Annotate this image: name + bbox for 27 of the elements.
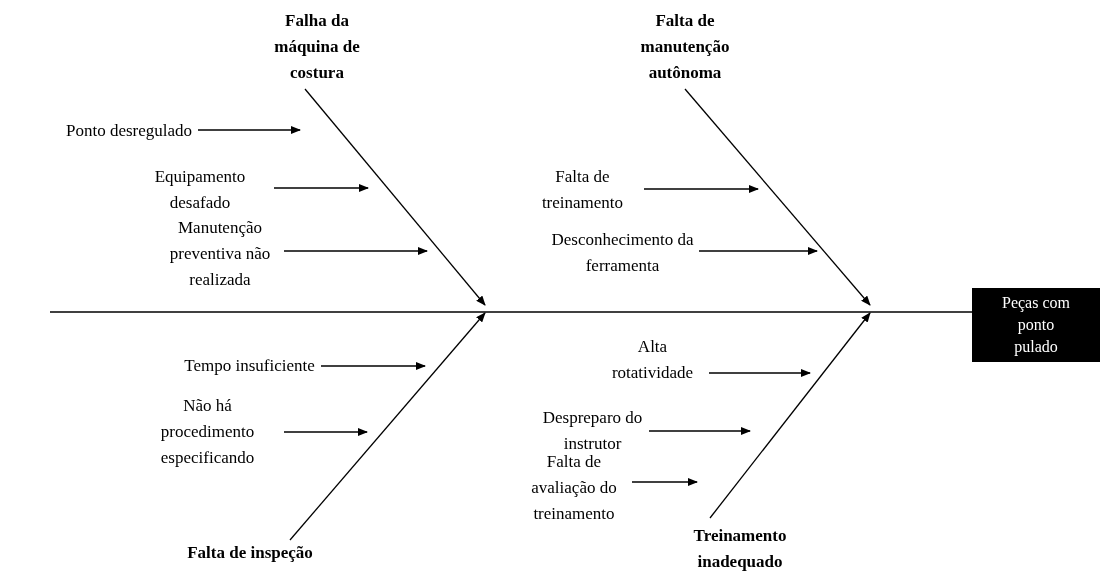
spine-line (49, 311, 973, 313)
cause-label: Falta de treinamento (525, 163, 640, 217)
category-label: Falta de inspeção (175, 540, 325, 566)
category-label: Treinamento inadequado (685, 518, 795, 580)
bone-arrow (684, 88, 871, 306)
arrow (273, 184, 369, 192)
arrow (197, 126, 301, 134)
arrow (283, 428, 368, 436)
arrow (708, 369, 811, 377)
arrow (631, 478, 698, 486)
arrow (320, 362, 426, 370)
arrow (648, 427, 751, 435)
cause-label: Ponto desregulado (64, 118, 194, 144)
arrow (643, 185, 759, 193)
cause-label: Não há procedimento especificando (135, 392, 280, 472)
bone-arrow (304, 88, 486, 306)
category-label: Falta de manutenção autônoma (625, 5, 745, 89)
bone-arrow (709, 312, 871, 519)
arrow (698, 247, 818, 255)
category-label: Falha da máquina de costura (262, 5, 372, 89)
effect-box: Peças com ponto pulado (972, 288, 1100, 362)
cause-label: Falta de avaliação do treinamento (520, 448, 628, 528)
bone-arrow (289, 312, 486, 541)
cause-label: Desconhecimento da ferramenta (550, 226, 695, 280)
cause-label: Alta rotatividade (600, 333, 705, 387)
cause-label: Tempo insuficiente (182, 353, 317, 379)
arrow (283, 247, 428, 255)
